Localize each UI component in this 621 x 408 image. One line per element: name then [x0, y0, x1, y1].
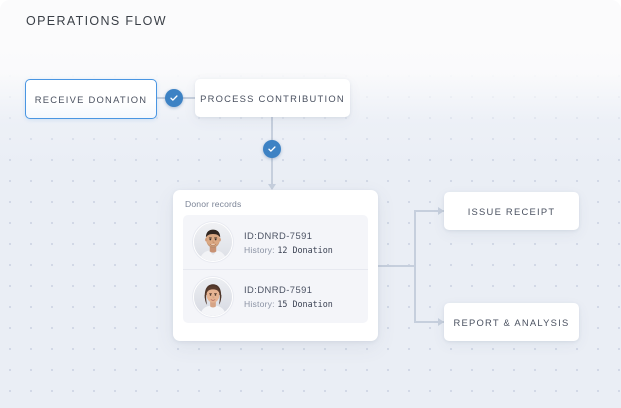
flow-node-label: ISSUE RECEIPT — [467, 205, 556, 217]
arrowhead-into-donor-card — [267, 184, 276, 190]
donor-history-label: History: — [244, 244, 275, 255]
arrowhead-into-report-analysis — [438, 317, 444, 326]
connector-to-report-analysis — [414, 321, 444, 323]
donor-history-label: History: — [244, 299, 275, 309]
donor-records-list: ID:DNRD-7591 History: 12 Donation — [183, 215, 368, 323]
check-icon[interactable] — [263, 140, 281, 158]
flow-node-label: REPORT & ANALYSIS — [453, 316, 570, 328]
donor-records-card: Donor records — [173, 190, 378, 341]
avatar-female-photo — [193, 276, 233, 317]
donor-id: ID:DNRD-7591 — [244, 229, 313, 241]
donor-records-title: Donor records — [185, 199, 242, 209]
donor-id: ID:DNRD-7591 — [244, 284, 313, 295]
connector-donor-card-out — [378, 265, 415, 267]
donor-info: ID:DNRD-7591 History: 15 Donation — [244, 284, 333, 309]
flow-node-process-contribution[interactable]: PROCESS CONTRIBUTION — [195, 79, 350, 117]
donor-history-value: 12 Donation — [277, 244, 333, 255]
avatar-male-photo — [193, 222, 233, 262]
donor-history: History: 12 Donation — [244, 245, 333, 255]
donor-history: History: 15 Donation — [244, 299, 333, 309]
list-item[interactable]: ID:DNRD-7591 History: 15 Donation — [183, 269, 368, 323]
page-title: OPERATIONS FLOW — [26, 14, 167, 28]
donor-info: ID:DNRD-7591 History: 12 Donation — [244, 230, 333, 255]
list-item[interactable]: ID:DNRD-7591 History: 12 Donation — [183, 215, 368, 269]
flow-node-receive-donation[interactable]: RECEIVE DONATION — [25, 79, 157, 119]
flow-node-label: PROCESS CONTRIBUTION — [200, 92, 345, 104]
flow-node-label: RECEIVE DONATION — [34, 93, 148, 105]
donor-history-value: 15 Donation — [277, 299, 333, 309]
header-bar: OPERATIONS FLOW — [0, 0, 621, 47]
arrowhead-into-issue-receipt — [438, 206, 444, 215]
flow-node-report-analysis[interactable]: REPORT & ANALYSIS — [444, 303, 579, 341]
connector-branch-vertical — [414, 211, 416, 323]
flow-node-issue-receipt[interactable]: ISSUE RECEIPT — [444, 192, 579, 230]
check-icon[interactable] — [165, 89, 183, 107]
connector-to-issue-receipt — [414, 210, 444, 212]
